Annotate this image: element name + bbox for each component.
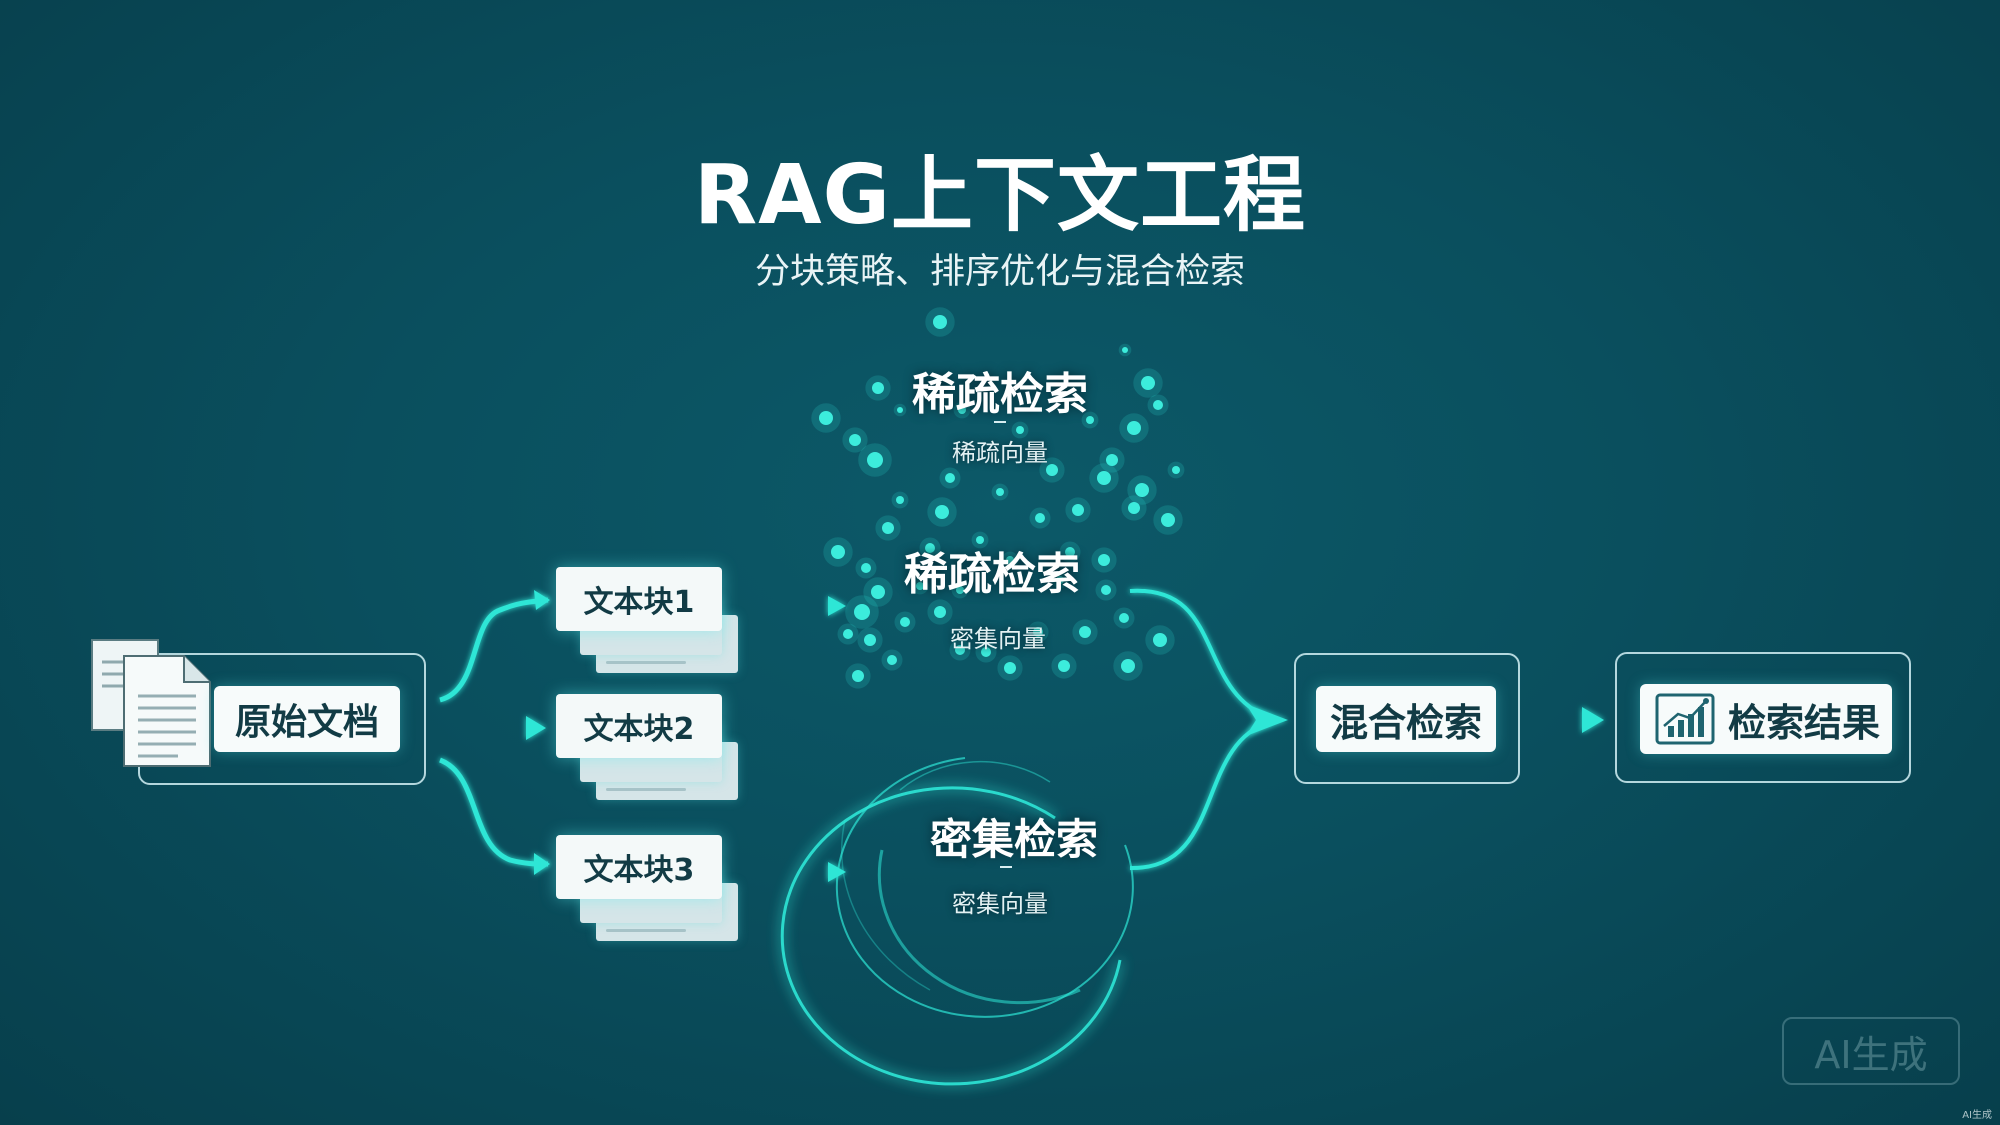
label-dash: [1000, 866, 1012, 868]
sparse-particle-cloud: [811, 307, 1185, 689]
result-frame: [1615, 652, 1911, 783]
ai-generated-watermark: AI生成: [1782, 1017, 1960, 1085]
arrowhead-chunk1: [534, 590, 550, 610]
arrowhead-chunk2: [526, 716, 546, 740]
hybrid-label: 混合检索: [1316, 686, 1496, 752]
result-card: 检索结果: [1640, 684, 1892, 754]
documents-icon: [88, 636, 218, 771]
arrowhead-sparse: [828, 596, 846, 616]
arrowhead-result: [1582, 707, 1604, 733]
hybrid-frame: [1294, 653, 1520, 784]
chunk-label-2: 文本块2: [556, 694, 722, 758]
dense-swirl: [779, 757, 1134, 1087]
sparse-retrieval-title-upper: 稀疏检索: [912, 369, 1088, 420]
source-doc-label: 原始文档: [214, 686, 400, 752]
dense-retrieval-title: 密集检索: [929, 815, 1099, 864]
label-dash: [994, 421, 1006, 423]
dense-retrieval-sub: 密集向量: [952, 890, 1048, 918]
connector-sparse-to-hybrid: [1129, 588, 1271, 720]
sparse-retrieval-sub-upper: 稀疏向量: [952, 439, 1048, 467]
arrowhead-chunk3: [534, 853, 550, 875]
page-subtitle: 分块策略、排序优化与混合检索: [754, 252, 1245, 292]
text-chunk-2: 文本块2: [556, 694, 746, 804]
page-title: RAG上下文工程: [694, 148, 1306, 243]
bar-chart-icon: [1654, 692, 1716, 746]
sparse-retrieval-sub-lower: 密集向量: [950, 625, 1046, 653]
chunk-label-3: 文本块3: [556, 835, 722, 899]
connector-doc-to-chunk1: [439, 597, 549, 703]
corner-watermark: AI生成: [1962, 1110, 1992, 1121]
chunk-label-1: 文本块1: [556, 567, 722, 631]
text-chunk-1: 文本块1: [556, 567, 746, 677]
sparse-retrieval-title-lower: 稀疏检索: [904, 549, 1080, 600]
connector-dense-to-hybrid: [1129, 720, 1271, 871]
result-label: 检索结果: [1728, 700, 1881, 745]
text-chunk-3: 文本块3: [556, 835, 746, 945]
arrowhead-hybrid: [1246, 704, 1288, 736]
connector-doc-to-chunk3: [438, 757, 549, 867]
